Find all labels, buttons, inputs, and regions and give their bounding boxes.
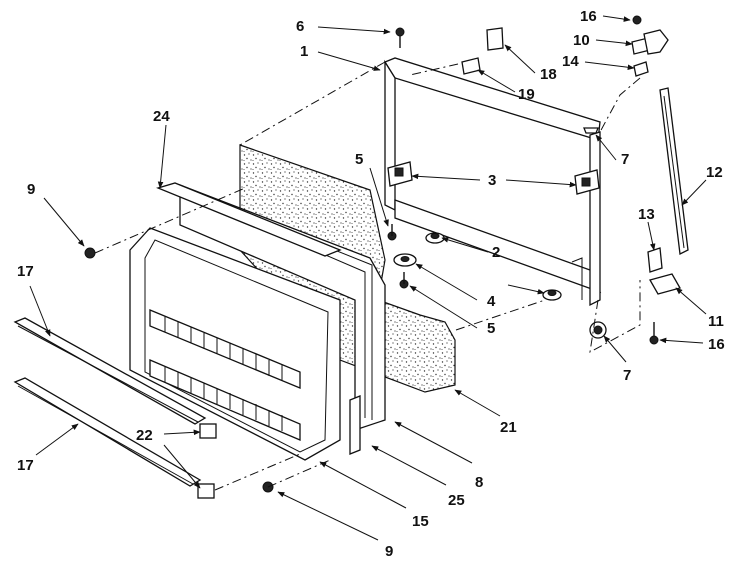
callout-16-top: 16 — [580, 8, 597, 25]
callout-11: 11 — [708, 313, 724, 330]
callouts: 6 1 16 10 14 18 19 24 7 12 5 3 9 13 17 2… — [17, 8, 725, 560]
callout-9-upper: 9 — [27, 181, 35, 198]
label-plate — [486, 27, 504, 51]
screw-liner-upper — [84, 247, 96, 259]
callout-7-upper: 7 — [621, 151, 629, 168]
trim-end-cap-upper — [199, 423, 217, 439]
callout-17-upper: 17 — [17, 263, 34, 280]
hinge-bracket-right — [574, 169, 600, 195]
door-trim-upper — [13, 317, 207, 425]
trim-end-cap-lower — [197, 483, 215, 499]
hinge-bracket-left — [387, 161, 413, 187]
screw-lower — [399, 272, 409, 289]
door-trim-lower — [13, 377, 202, 487]
leader-lines — [29, 15, 707, 541]
callout-1: 1 — [300, 43, 308, 60]
door-liner — [129, 227, 341, 461]
inner-door-frame — [384, 57, 602, 307]
callout-13: 13 — [638, 206, 655, 223]
callout-3: 3 — [488, 172, 496, 189]
inner-panel — [349, 395, 361, 455]
shelf-ribs — [164, 316, 283, 431]
callout-14: 14 — [562, 53, 579, 70]
callout-6-top: 6 — [296, 18, 304, 35]
assembly-lines — [94, 61, 641, 491]
callout-7-lower: 7 — [623, 367, 631, 384]
lower-hinge-assembly — [647, 247, 681, 345]
callout-17-lower: 17 — [17, 457, 34, 474]
callout-21: 21 — [500, 419, 517, 436]
cap-lower — [589, 321, 607, 339]
seal-strip — [156, 182, 342, 257]
callout-25: 25 — [448, 492, 465, 509]
upper-hinge-assembly — [631, 15, 669, 77]
spacer — [393, 253, 417, 267]
callout-5-upper: 5 — [355, 151, 363, 168]
label-small — [461, 57, 481, 75]
door-handle — [659, 87, 689, 255]
callout-9-lower: 9 — [385, 543, 393, 560]
callout-2: 2 — [492, 244, 500, 261]
callout-8: 8 — [475, 474, 483, 491]
callout-24: 24 — [153, 108, 170, 125]
screw-upper — [387, 224, 397, 241]
callout-4: 4 — [487, 293, 496, 310]
callout-18: 18 — [540, 66, 557, 83]
callout-5-lower: 5 — [487, 320, 495, 337]
callout-10: 10 — [573, 32, 590, 49]
callout-16-lower: 16 — [708, 336, 725, 353]
callout-15: 15 — [412, 513, 429, 530]
door-stop-left — [425, 232, 445, 244]
callout-12: 12 — [706, 164, 723, 181]
door-stop-right — [542, 289, 562, 301]
screw-top — [395, 27, 405, 48]
callout-19: 19 — [518, 86, 535, 103]
cap-upper — [583, 127, 599, 134]
callout-22: 22 — [136, 427, 153, 444]
